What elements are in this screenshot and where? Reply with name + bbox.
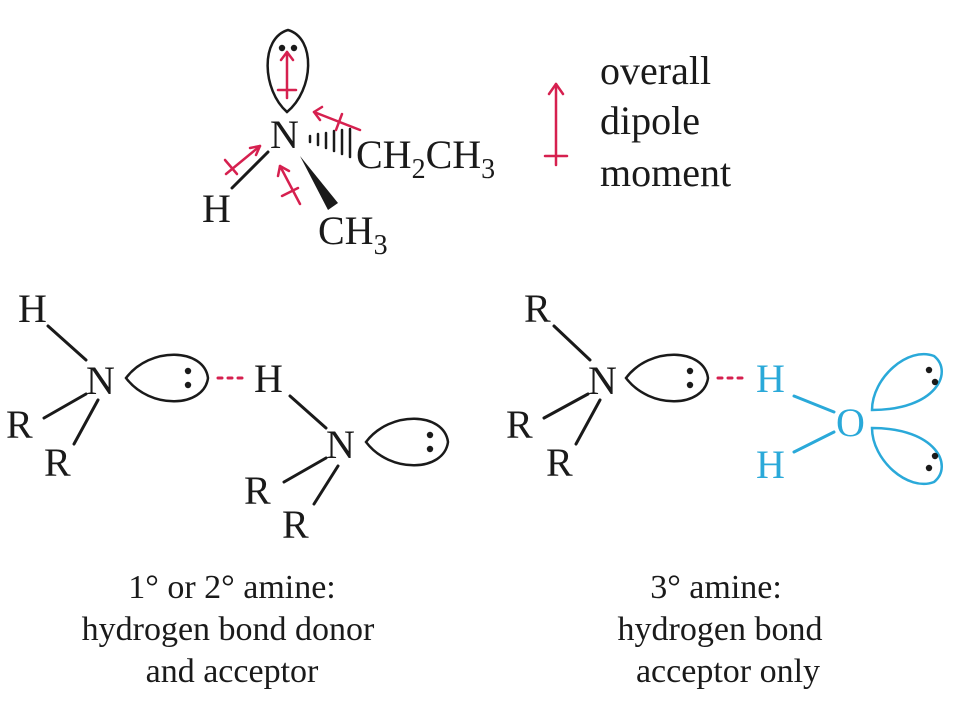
lower-amine-r2: R bbox=[282, 502, 309, 547]
bond bbox=[552, 324, 592, 362]
lone-pair-dot bbox=[290, 44, 298, 52]
legend-line-1: overall bbox=[600, 48, 711, 93]
legend-line-2: dipole bbox=[600, 98, 700, 143]
methyl-dipole-arrow bbox=[276, 164, 302, 206]
water-molecule: H O H bbox=[756, 353, 943, 487]
bond bbox=[72, 398, 100, 446]
lower-amine-r1: R bbox=[244, 468, 271, 513]
lone-pair-dot bbox=[925, 464, 933, 472]
bond bbox=[312, 464, 340, 506]
top-amine-molecule: N H CH2CH3 bbox=[202, 28, 495, 261]
water-bond bbox=[792, 394, 836, 414]
water-bond bbox=[792, 430, 836, 454]
lone-pair-dot bbox=[686, 367, 694, 375]
bond bbox=[574, 398, 602, 446]
bond bbox=[46, 324, 88, 362]
ethyl-dipole-arrow bbox=[312, 105, 362, 132]
left-caption-line-2: hydrogen bond donor bbox=[82, 611, 375, 648]
water-oxygen: O bbox=[836, 400, 865, 445]
lone-pair-dot bbox=[278, 44, 286, 52]
upper-amine-r2: R bbox=[44, 440, 71, 485]
water-lone-pair-lobe-lower bbox=[870, 426, 943, 485]
bond bbox=[288, 394, 328, 430]
lower-amine-nitrogen: N bbox=[326, 422, 355, 467]
right-caption-line-3: acceptor only bbox=[636, 653, 820, 690]
lone-pair-lobe bbox=[266, 28, 310, 114]
amine-r-top: R bbox=[524, 286, 551, 331]
lone-pair-dot bbox=[931, 378, 939, 386]
amine-lone-pair-lobe bbox=[624, 353, 710, 403]
lone-pair-dot bbox=[184, 367, 192, 375]
n-h-bond bbox=[230, 150, 270, 190]
amine-nitrogen: N bbox=[588, 358, 617, 403]
left-caption-line-3: and acceptor bbox=[146, 653, 319, 690]
lone-pair-dot bbox=[931, 452, 939, 460]
overall-dipole-arrow-icon bbox=[543, 82, 569, 167]
wedge-bond-methyl bbox=[300, 156, 338, 210]
lone-pair-dot bbox=[925, 366, 933, 374]
upper-amine-hydrogen: H bbox=[18, 286, 47, 331]
dipole-legend: overall dipole moment bbox=[543, 48, 731, 195]
upper-amine-nitrogen: N bbox=[86, 358, 115, 403]
water-lone-pair-lobe-upper bbox=[870, 353, 943, 412]
left-caption-line-1: 1° or 2° amine: bbox=[128, 569, 336, 606]
lone-pair-dot bbox=[426, 431, 434, 439]
bond bbox=[282, 456, 328, 484]
hydrogen-atom: H bbox=[202, 186, 231, 231]
methyl-group: CH3 bbox=[318, 208, 388, 261]
lone-pair-dot bbox=[426, 445, 434, 453]
amine-r2: R bbox=[546, 440, 573, 485]
hashed-bond-ethyl bbox=[308, 127, 352, 159]
bridging-hydrogen: H bbox=[254, 356, 283, 401]
upper-amine-r1: R bbox=[6, 402, 33, 447]
bond bbox=[542, 392, 590, 420]
right-caption-line-1: 3° amine: bbox=[650, 569, 782, 606]
lone-pair-dot bbox=[686, 381, 694, 389]
water-hydrogen-2: H bbox=[756, 442, 785, 487]
legend-line-3: moment bbox=[600, 150, 731, 195]
right-caption-line-2: hydrogen bond bbox=[618, 611, 823, 648]
bond bbox=[42, 392, 88, 420]
water-hydrogen-1: H bbox=[756, 356, 785, 401]
lone-pair-dot bbox=[184, 381, 192, 389]
right-panel-tertiary-amine: R N R R H O H 3° amine: hydrogen bond ac… bbox=[506, 286, 943, 690]
ethyl-group: CH2CH3 bbox=[356, 132, 495, 185]
left-panel-primary-secondary-amine: H N R R H N R R 1° or 2° amine: hydrogen… bbox=[6, 286, 450, 690]
amine-r1: R bbox=[506, 402, 533, 447]
upper-lone-pair-lobe bbox=[124, 353, 210, 403]
nh-dipole-arrow bbox=[223, 144, 262, 176]
lower-lone-pair-lobe bbox=[364, 417, 450, 467]
nitrogen-atom: N bbox=[270, 112, 299, 157]
lone-pair-dipole-arrow bbox=[276, 50, 298, 100]
